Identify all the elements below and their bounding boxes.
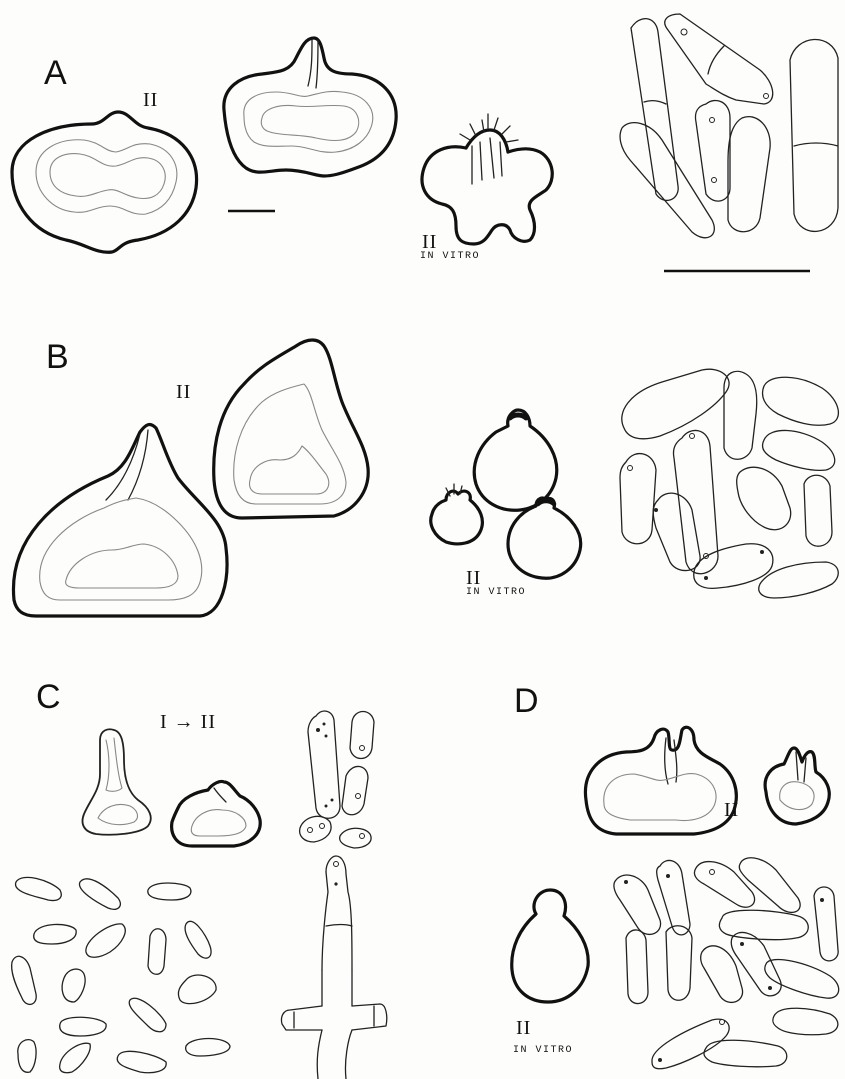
panel-d-drawings xyxy=(512,727,839,1069)
panel-a-conidioma-1 xyxy=(12,112,197,252)
panel-a-drawings xyxy=(12,14,838,271)
panel-d-conidia xyxy=(614,858,839,1069)
panel-b-in-vitro-conidiomata xyxy=(431,410,581,578)
panel-d-conidioma-2 xyxy=(765,748,829,824)
panel-c-conidioma-stage-1 xyxy=(83,729,151,834)
panel-b-drawings xyxy=(13,340,838,616)
panel-a-in-vitro-conidioma xyxy=(422,114,552,244)
panel-c-germinating-conidia xyxy=(300,711,374,848)
panel-d-in-vitro-conidioma xyxy=(512,890,588,1002)
panel-c-conidioma-stage-2 xyxy=(172,781,261,846)
panel-c-conidia-group xyxy=(12,877,230,1072)
panel-a-conidioma-2 xyxy=(224,38,396,176)
panel-b-conidia xyxy=(620,369,838,598)
panel-c-drawings xyxy=(12,711,387,1079)
panel-c-germ-tube xyxy=(281,856,386,1079)
panel-d-conidioma-1 xyxy=(585,727,736,834)
panel-b-conidioma-2 xyxy=(214,340,368,518)
panel-b-conidioma-1 xyxy=(13,425,227,616)
panel-a-conidia xyxy=(620,14,838,238)
